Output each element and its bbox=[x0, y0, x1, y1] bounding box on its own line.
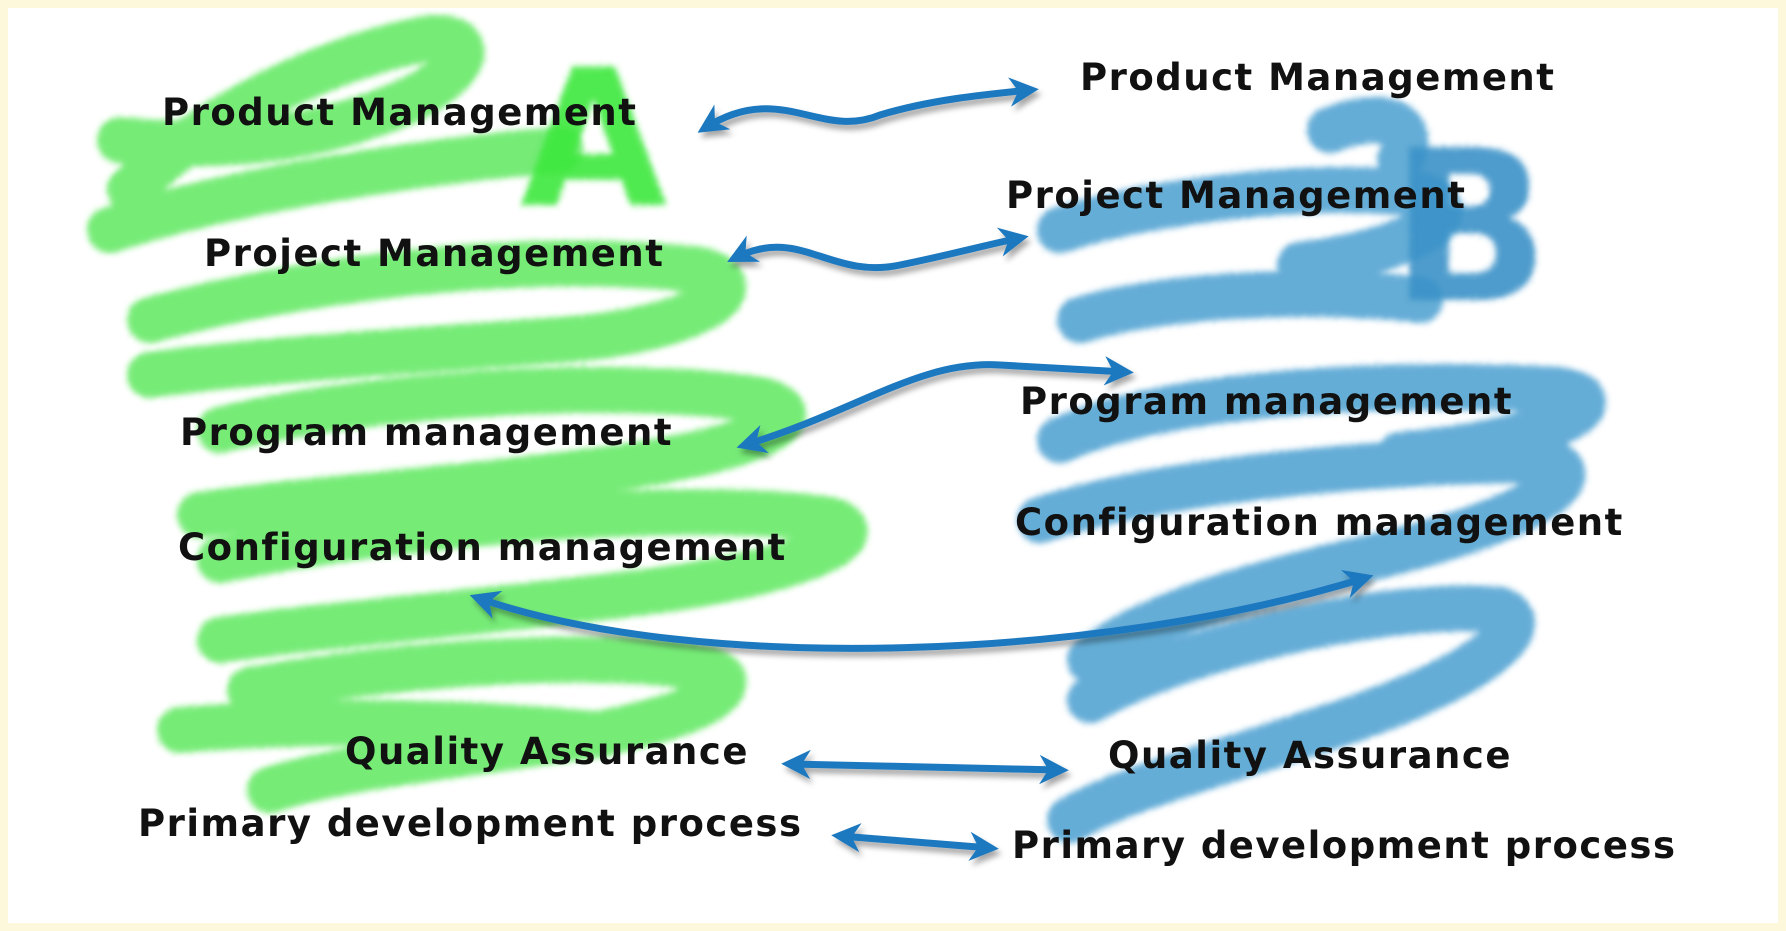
arrow-quality-assurance bbox=[781, 749, 1069, 785]
arrow-configuration-management bbox=[469, 570, 1374, 652]
arrow-product-management bbox=[697, 77, 1039, 133]
a-configuration-management: Configuration management bbox=[178, 526, 787, 569]
side-a-letter: A bbox=[520, 29, 667, 250]
b-program-management: Program management bbox=[1020, 380, 1513, 423]
b-product-management: Product Management bbox=[1080, 56, 1555, 99]
a-project-management: Project Management bbox=[204, 232, 664, 275]
b-quality-assurance: Quality Assurance bbox=[1108, 734, 1512, 777]
b-primary-development-process: Primary development process bbox=[1012, 824, 1676, 867]
side-b-letter: B bbox=[1390, 105, 1550, 350]
a-primary-development-process: Primary development process bbox=[138, 802, 802, 845]
b-configuration-management: Configuration management bbox=[1015, 501, 1624, 544]
arrow-project-management bbox=[727, 227, 1029, 272]
a-program-management: Program management bbox=[180, 411, 673, 454]
a-quality-assurance: Quality Assurance bbox=[345, 730, 749, 773]
side-a-labels: Product Management Project Management Pr… bbox=[138, 91, 802, 845]
arrow-program-management bbox=[736, 356, 1134, 454]
b-project-management: Project Management bbox=[1006, 174, 1466, 217]
arrow-primary-development-process bbox=[831, 822, 999, 862]
arrows bbox=[469, 77, 1374, 862]
a-product-management: Product Management bbox=[162, 91, 637, 134]
